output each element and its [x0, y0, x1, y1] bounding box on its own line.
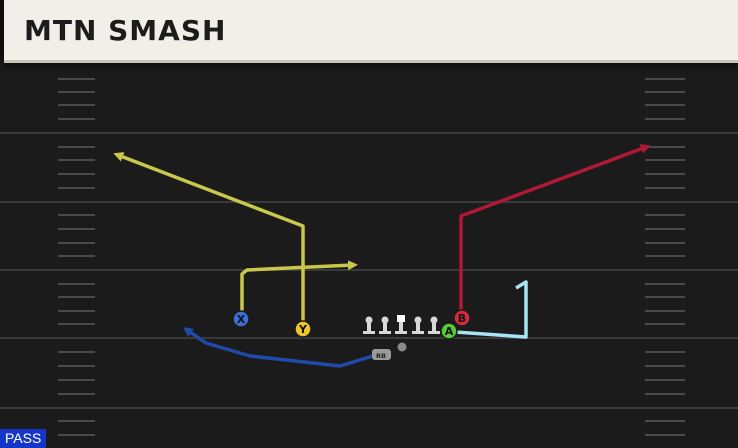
- player-x-marker: [232, 310, 250, 328]
- route-x-dig: [240, 260, 358, 318]
- play-header: MTN SMASH: [4, 0, 738, 63]
- hash-marks-left: [58, 78, 95, 436]
- offensive-line: [363, 315, 440, 334]
- player-b-label: B: [458, 312, 466, 325]
- play-title: MTN SMASH: [24, 14, 227, 47]
- route-rb-wheel: [182, 327, 377, 368]
- hash-marks-right: [645, 78, 685, 436]
- player-rb-label: RB: [376, 352, 386, 360]
- player-rb-marker: [372, 349, 391, 360]
- player-b-marker: [453, 309, 471, 327]
- quarterback-icon: [397, 342, 407, 352]
- player-b[interactable]: B: [453, 309, 471, 327]
- header-edge: [0, 0, 4, 60]
- lineman-icon: [363, 316, 375, 334]
- route-y-corner: [113, 152, 305, 328]
- player-y-label: Y: [298, 323, 308, 336]
- play-type-badge: PASS: [0, 429, 47, 448]
- football-field: X Y B A RB: [0, 78, 738, 436]
- player-a[interactable]: A: [440, 322, 458, 340]
- yard-lines: [0, 132, 738, 409]
- route-a-curl: [454, 280, 528, 339]
- player-y-marker: [294, 320, 312, 338]
- player-rb[interactable]: RB: [372, 349, 391, 360]
- player-x[interactable]: X: [232, 310, 250, 328]
- route-b-corner: [459, 144, 651, 318]
- lineman-icon: [412, 316, 424, 334]
- lineman-icon: [379, 316, 391, 334]
- player-a-label: A: [445, 325, 454, 338]
- player-y[interactable]: Y: [294, 320, 312, 338]
- lineman-icon: [428, 316, 440, 334]
- player-a-marker: [440, 322, 458, 340]
- center-icon: [395, 315, 407, 334]
- player-x-label: X: [237, 313, 246, 326]
